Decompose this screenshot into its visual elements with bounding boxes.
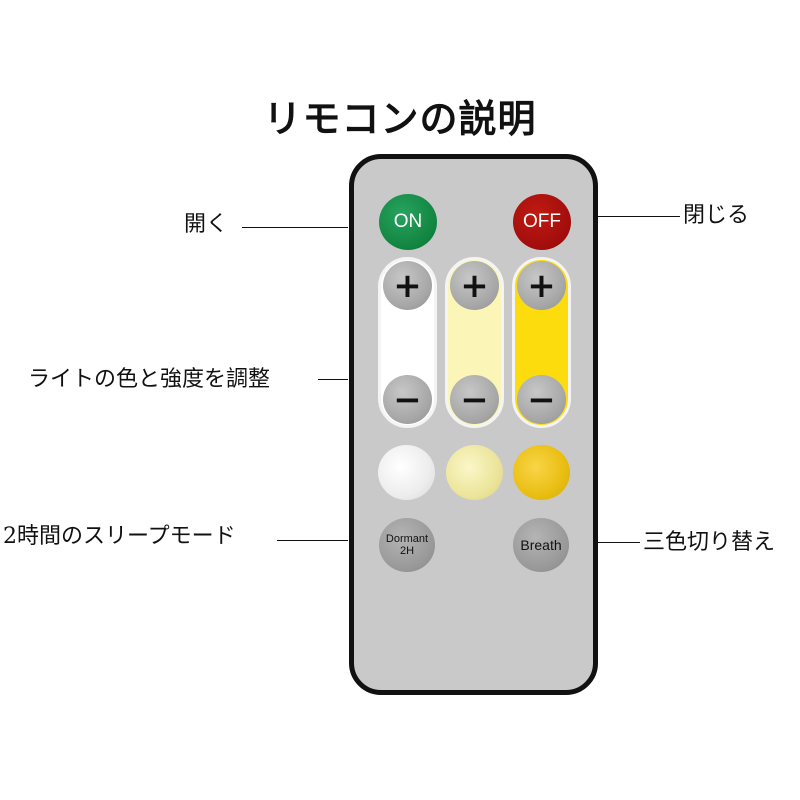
annotation-open: 開く: [184, 212, 229, 237]
yellow-minus-button[interactable]: −: [517, 375, 566, 424]
plus-icon: +: [460, 265, 489, 306]
white-minus-button[interactable]: −: [383, 375, 432, 424]
annotation-color-switch: 三色切り替え: [643, 530, 776, 555]
annotation-close-line: [598, 216, 680, 217]
breath-button[interactable]: Breath: [513, 518, 569, 572]
annotation-sleep-mode: 2時間のスリープモード: [3, 524, 236, 549]
warm-color-button[interactable]: [446, 445, 503, 500]
breath-label: Breath: [520, 537, 562, 553]
annotation-color-switch-line: [598, 542, 640, 543]
annotation-sleep-mode-line: [277, 540, 348, 541]
yellow-plus-button[interactable]: +: [517, 261, 566, 310]
plus-icon: +: [393, 265, 422, 306]
annotation-close: 閉じる: [683, 203, 750, 228]
on-button-label: ON: [393, 211, 423, 232]
dormant-button[interactable]: Dormant 2H: [379, 518, 435, 572]
white-color-button[interactable]: [378, 445, 435, 500]
warm-plus-button[interactable]: +: [450, 261, 499, 310]
annotation-light-adjust-line: [318, 379, 348, 380]
annotation-light-adjust: ライトの色と強度を調整: [28, 367, 271, 392]
dormant-label: Dormant: [385, 533, 429, 545]
page-title: リモコンの説明: [263, 97, 537, 141]
plus-icon: +: [527, 265, 556, 306]
annotation-open-line: [242, 227, 348, 228]
dormant-duration-label: 2H: [399, 545, 415, 557]
white-plus-button[interactable]: +: [383, 261, 432, 310]
warm-minus-button[interactable]: −: [450, 375, 499, 424]
yellow-color-button[interactable]: [513, 445, 570, 500]
off-button-label: OFF: [523, 211, 561, 232]
off-button[interactable]: OFF: [513, 194, 571, 250]
minus-icon: −: [460, 379, 489, 420]
minus-icon: −: [527, 379, 556, 420]
on-button[interactable]: ON: [379, 194, 437, 250]
minus-icon: −: [393, 379, 422, 420]
